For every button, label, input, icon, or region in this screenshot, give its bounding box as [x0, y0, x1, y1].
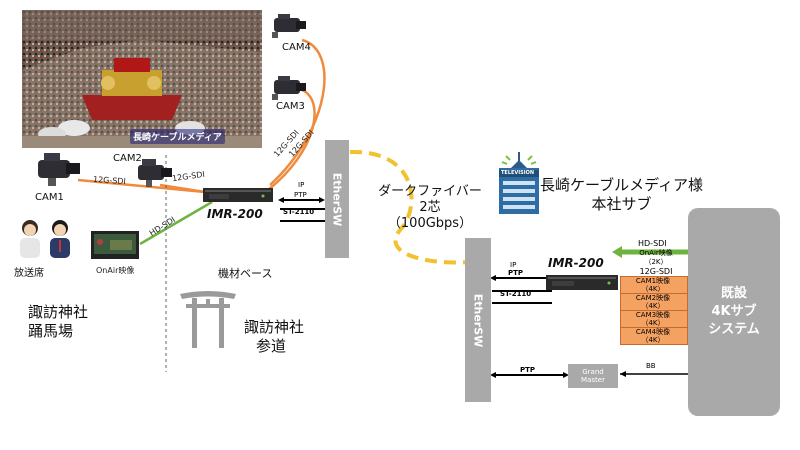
festival-photo-image — [22, 10, 262, 148]
imr-left-label: IMR-200 — [207, 207, 263, 221]
cam3-line — [267, 88, 316, 191]
photo-caption: 長崎ケーブルメディア — [130, 129, 225, 144]
system-line2: 4Kサブ — [711, 304, 757, 319]
st2110-right-arrow — [492, 290, 552, 304]
venue-line2: 踊馬場 — [28, 322, 74, 340]
grandmaster-line1: Grand — [582, 368, 604, 376]
announcer-icon — [12, 216, 82, 260]
venue-line1: 諏訪神社 — [28, 303, 89, 321]
system-line3: システム — [708, 322, 760, 337]
monitor-icon — [90, 230, 140, 262]
camera-icon — [34, 148, 82, 188]
hq-title: 長崎ケーブルメディア様 本社サブ — [540, 176, 703, 214]
st2110-left-label: ST-2110 — [283, 208, 315, 216]
output-cam4-box — [620, 327, 688, 345]
fiber-line1: ダークファイバー — [378, 184, 482, 199]
ip-right-label: IP — [510, 261, 517, 269]
hq-title-line2: 本社サブ — [591, 195, 652, 213]
ethersw-left-label: EtherSW — [330, 172, 344, 226]
cam1-line — [77, 178, 206, 194]
imr-right-label: IMR-200 — [548, 256, 604, 270]
festival-photo — [22, 10, 262, 148]
onair-monitor-label: OnAir映像 — [96, 266, 135, 275]
grandmaster-box: Grand Master — [568, 364, 618, 388]
approach-line2: 参道 — [256, 337, 287, 355]
cam1-label: CAM1 — [35, 192, 64, 203]
tv-station-icon — [496, 150, 542, 216]
approach-label: 諏訪神社 参道 — [244, 318, 304, 356]
st2110-right-label: ST-2110 — [500, 290, 532, 298]
cam3-label: CAM3 — [276, 101, 305, 112]
bb-label: BB — [646, 362, 656, 370]
fiber-line-1 — [349, 149, 471, 265]
cam2-label: CAM2 — [113, 153, 142, 164]
ip-left-label: IP — [298, 181, 305, 189]
camera-icon — [268, 10, 308, 40]
fiber-line2: 2芯 — [419, 200, 441, 215]
sdi-12g-right-label: 12G-SDI — [639, 267, 673, 276]
hd-sdi-line — [139, 200, 213, 246]
st2110-left-arrow — [280, 208, 325, 222]
out-cam2-label: CAM2映像 — [635, 294, 671, 302]
ptp-right-label: PTP — [508, 269, 524, 277]
out-cam1-fmt: （4K） — [641, 285, 665, 293]
ptp-left-label: PTP — [294, 191, 307, 199]
broadcast-booth-label: 放送席 — [14, 268, 44, 279]
cam2-line — [159, 183, 206, 194]
camera-icon — [268, 72, 308, 102]
ethersw-left: EtherSW — [325, 140, 349, 258]
hd-sdi-right-label: HD-SDI — [638, 239, 667, 248]
ethersw-right: EtherSW — [465, 238, 491, 402]
cam4-line — [269, 38, 326, 186]
out-cam2-fmt: （4K） — [641, 302, 665, 310]
equipment-base-label: 機材ベース — [218, 267, 273, 280]
out-onair-fmt: （2K） — [644, 258, 668, 266]
imr-device-right — [546, 272, 618, 292]
approach-line1: 諏訪神社 — [244, 318, 305, 336]
ethersw-right-label: EtherSW — [471, 293, 485, 347]
grandmaster-line2: Master — [581, 376, 605, 384]
hq-title-line1: 長崎ケーブルメディア様 — [540, 176, 704, 194]
out-onair-label: OnAir映像 — [639, 249, 673, 257]
existing-4k-sub-system: 既設 4Kサブ システム — [688, 208, 780, 416]
out-cam3-label: CAM3映像 — [635, 311, 671, 319]
cam4-label: CAM4 — [282, 42, 311, 53]
out-cam1-label: CAM1映像 — [635, 277, 671, 285]
imr-device-left — [203, 186, 273, 204]
fiber-line3: （100Gbps） — [387, 216, 473, 231]
dark-fiber-label: ダークファイバー 2芯 （100Gbps） — [360, 184, 500, 232]
system-line1: 既設 — [720, 286, 747, 301]
camera-icon — [134, 155, 174, 189]
torii-gate-icon — [178, 288, 238, 348]
out-cam3-fmt: （4K） — [641, 319, 665, 327]
tv-sign-label: TELEVISION — [501, 170, 535, 176]
out-cam4-label: CAM4映像 — [635, 328, 671, 336]
venue-label: 諏訪神社 踊馬場 — [28, 303, 88, 341]
ptp-gm-label: PTP — [520, 366, 536, 374]
out-cam4-fmt: （4K） — [641, 336, 665, 344]
